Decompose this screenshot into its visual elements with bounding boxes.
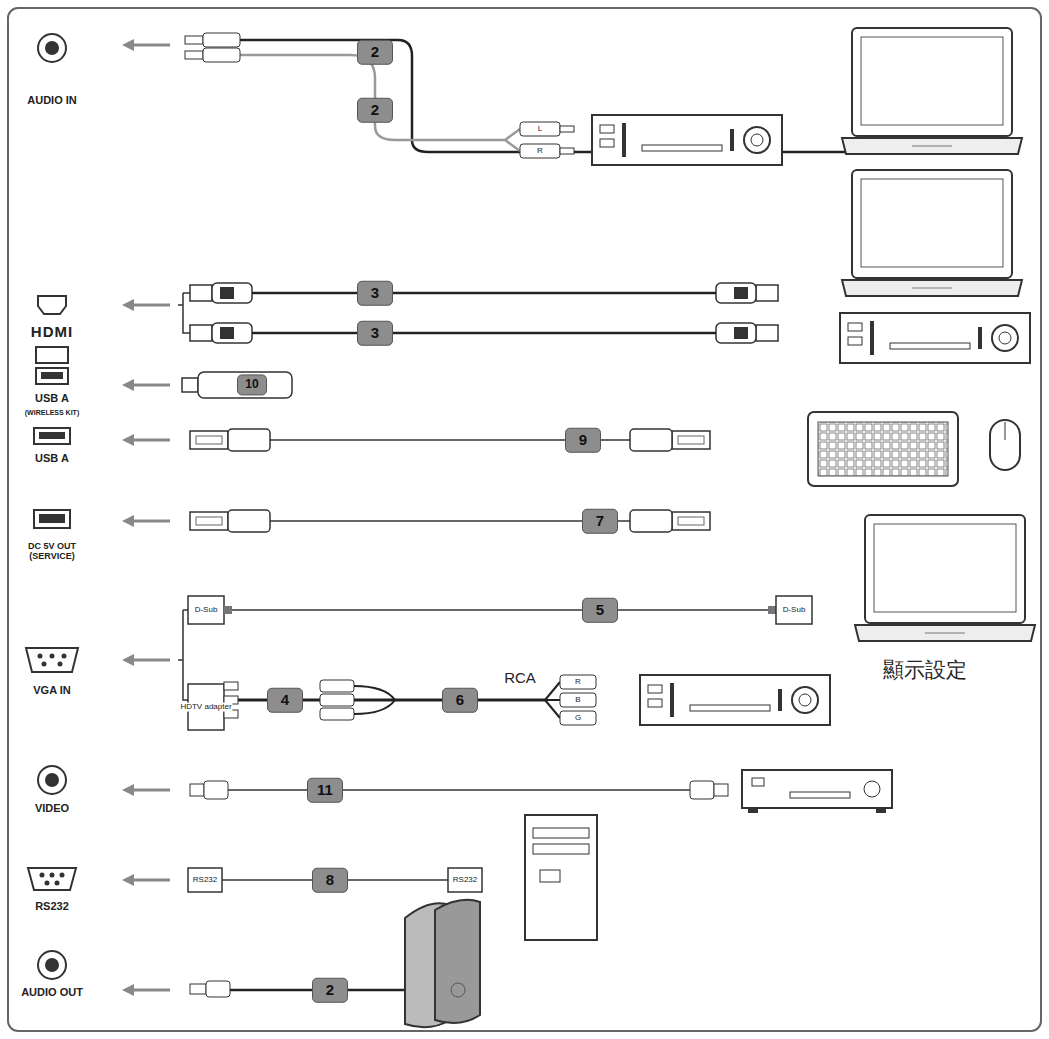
setting-label: 顯示設定	[883, 658, 967, 681]
callout-number: 8	[312, 868, 348, 893]
cable-label: RCA	[502, 670, 538, 687]
speakers	[190, 900, 480, 1027]
direction-arrows	[122, 39, 170, 996]
callout-number: 3	[357, 281, 393, 306]
port-label: RS232	[35, 900, 69, 912]
port-icons	[26, 34, 78, 979]
callout-number: 2	[312, 978, 348, 1003]
port-label: USB A	[35, 392, 69, 404]
callout-number: 9	[565, 428, 601, 453]
callout-number: 5	[582, 598, 618, 623]
callout-number: 6	[442, 688, 478, 713]
port-label: USB A	[35, 452, 69, 464]
connector-label: B	[574, 696, 581, 705]
connector-label: D-Sub	[782, 606, 807, 615]
connector-label: RS232	[452, 876, 478, 885]
callout-number: 4	[267, 688, 303, 713]
frame-border	[8, 8, 1041, 1031]
callout-number: 3	[357, 321, 393, 346]
connector-label: L	[537, 125, 543, 134]
callout-number: 11	[307, 778, 343, 803]
connector-label: D-Sub	[194, 606, 219, 615]
port-label: VGA IN	[33, 684, 71, 696]
callout-number: 10	[237, 374, 267, 395]
connector-label: RS232	[192, 876, 218, 885]
callout-number: 7	[582, 509, 618, 534]
port-label: VIDEO	[35, 802, 69, 814]
port-label: DC 5V OUT (SERVICE)	[17, 542, 87, 562]
video-cable	[190, 770, 892, 813]
port-label: (WIRELESS KIT)	[25, 409, 79, 417]
port-label: HDMI	[31, 324, 73, 341]
connector-label: R	[574, 678, 582, 687]
port-label: AUDIO IN	[27, 94, 77, 106]
callout-number: 2	[357, 98, 393, 123]
connector-label: HDTV adapter	[179, 703, 232, 712]
port-label: AUDIO OUT	[21, 986, 83, 998]
hdmi-cables	[178, 283, 778, 343]
connector-label: R	[536, 147, 544, 156]
callout-number: 2	[357, 40, 393, 65]
connector-label: G	[574, 714, 582, 723]
rs232-cable	[188, 815, 597, 940]
